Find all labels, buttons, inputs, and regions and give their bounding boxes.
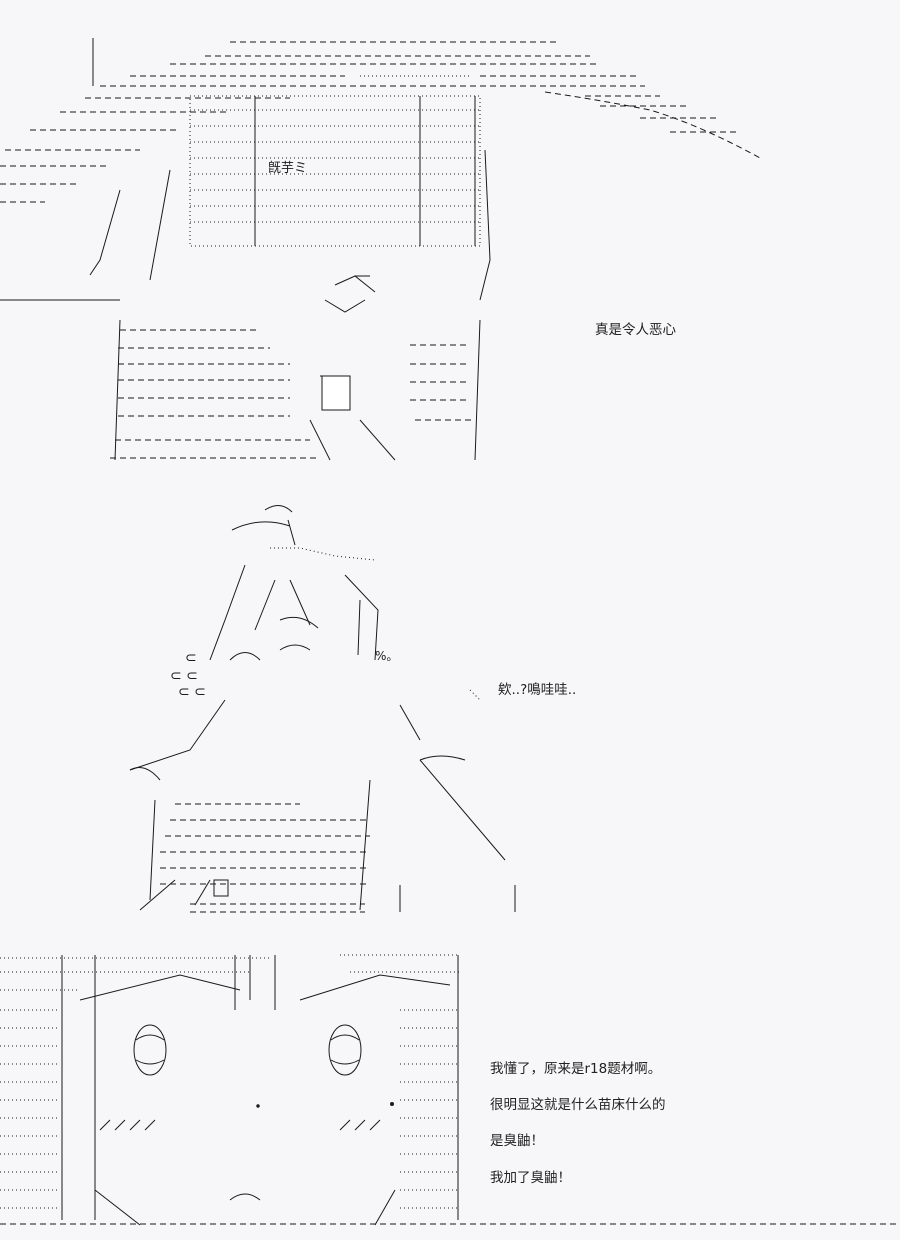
svg-text:⊂: ⊂ (185, 650, 197, 666)
panel3-caption-line2: 很明显这就是什么苗床什么的 (490, 1097, 666, 1113)
svg-text:%。: %。 (375, 649, 398, 663)
panel3-caption-line1: 我懂了，原来是r18题材啊。 (490, 1061, 662, 1077)
panel3-illustration (0, 954, 900, 1226)
panel3-caption-line3: 是臭鼬！ (490, 1133, 544, 1149)
panel1-illustration: 旣芋ミ (0, 38, 761, 461)
panel2-illustration: ⊂ ⊂ ⊂ ⊂ ⊂ %。 (129, 505, 516, 913)
face-label-text: 旣芋ミ (268, 160, 307, 176)
panel1-caption: 真是令人恶心 (595, 322, 676, 338)
svg-text:⊂ ⊂: ⊂ ⊂ (170, 668, 198, 684)
panel3-caption-line4: 我加了臭鼬！ (490, 1170, 571, 1186)
panel2-caption: 欸..?鳴哇哇.. (498, 682, 577, 698)
svg-text:⊂ ⊂: ⊂ ⊂ (178, 684, 206, 700)
